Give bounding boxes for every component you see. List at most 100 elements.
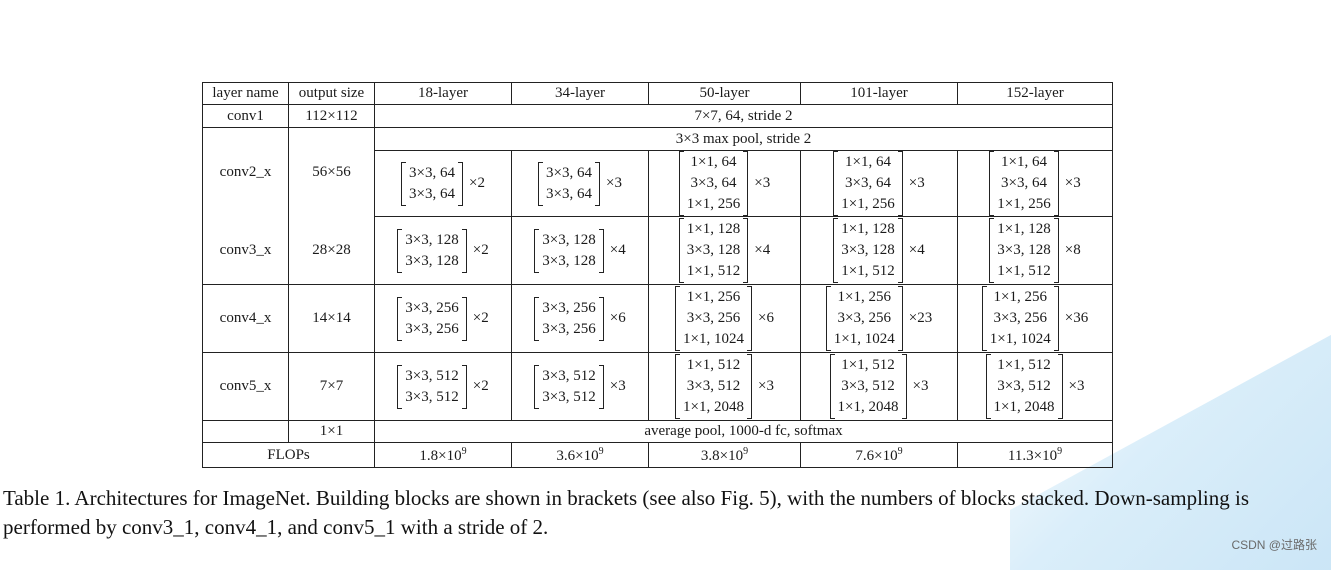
block-layer-spec: 1×1, 1024: [833, 331, 895, 347]
block-multiplier: ×4: [609, 242, 626, 258]
block-layer-spec: 1×1, 256: [841, 196, 895, 212]
flops-exponent: 9: [743, 445, 749, 457]
block-layer-spec: 3×3, 128: [542, 231, 596, 248]
block-layer-spec: 3×3, 256: [686, 310, 741, 326]
avgpool-spec-cell: average pool, 1000-d fc, softmax: [374, 420, 1113, 443]
output-size-cell: 56×56: [288, 127, 375, 217]
block-layer-spec: 3×3, 512: [405, 367, 459, 384]
flops-value-cell: 7.6×109: [800, 442, 958, 468]
block-layer-spec: 3×3, 512: [542, 388, 596, 405]
block-layer-spec: 3×3, 64: [409, 164, 455, 181]
header-cell: 18-layer: [374, 82, 512, 105]
output-size-cell: 7×7: [288, 352, 375, 421]
block-layer-spec: 3×3, 128: [405, 231, 459, 248]
header-cell: 152-layer: [957, 82, 1113, 105]
flops-value-cell: 11.3×109: [957, 442, 1113, 468]
layer-name-cell: conv1: [202, 104, 289, 128]
block-layer-spec: 1×1, 256: [997, 196, 1051, 212]
conv1-row: conv1 112×112 7×7, 64, stride 2: [202, 104, 1113, 128]
block-layer-spec: 3×3, 64: [546, 164, 592, 181]
block-layer-spec: 3×3, 128: [405, 252, 459, 269]
block-multiplier: ×2: [472, 310, 489, 326]
block-layer-spec: 1×1, 2048: [993, 399, 1055, 415]
layer-name-cell: [202, 420, 289, 443]
block-multiplier: ×3: [908, 175, 925, 191]
block-layer-spec: 1×1, 256: [993, 289, 1047, 305]
block-layer-spec: 1×1, 128: [997, 221, 1051, 237]
block-multiplier: ×6: [609, 310, 626, 326]
block-bracket: 3×3, 128 3×3, 128: [397, 228, 468, 273]
block-layer-spec: 3×3, 256: [837, 310, 891, 326]
flops-base: 3.8×10: [700, 447, 744, 464]
pool-spec-cell: 3×3 max pool, stride 2: [374, 127, 1113, 151]
block-layer-spec: 3×3, 512: [841, 378, 895, 394]
block-multiplier: ×4: [754, 242, 771, 258]
building-block: 3×3, 256 3×3, 256 ×6: [534, 296, 626, 341]
block-multiplier: ×23: [908, 310, 933, 326]
block-layer-spec: 1×1, 2048: [837, 399, 899, 415]
block-layer-spec: 1×1, 256: [686, 196, 741, 212]
block-layer-spec: 3×3, 512: [405, 388, 459, 405]
block-layer-spec: 1×1, 128: [841, 221, 895, 237]
block-layer-spec: 1×1, 64: [845, 154, 891, 170]
header-cell: 34-layer: [511, 82, 649, 105]
flops-value-cell: 3.8×109: [648, 442, 801, 468]
block-layer-spec: 1×1, 512: [841, 263, 895, 279]
block-layer-spec: 3×3, 256: [405, 299, 459, 316]
block-layer-spec: 3×3, 512: [997, 378, 1051, 394]
block-layer-spec: 3×3, 256: [993, 310, 1047, 326]
block-layer-spec: 1×1, 512: [841, 357, 895, 373]
header-cell: 50-layer: [648, 82, 801, 105]
block-bracket: 1×1, 512 3×3, 512 1×1, 2048: [829, 354, 907, 419]
block-layer-spec: 3×3, 64: [1001, 175, 1047, 191]
block-layer-spec: 3×3, 256: [542, 320, 596, 337]
flops-value-cell: 1.8×109: [374, 442, 512, 468]
watermark: CSDN @过路张: [1231, 538, 1317, 552]
block-bracket: 3×3, 256 3×3, 256: [534, 296, 605, 341]
flops-value-cell: 3.6×109: [511, 442, 649, 468]
header-row: layer name output size 18-layer 34-layer…: [202, 82, 1113, 105]
flops-exponent: 9: [1057, 445, 1063, 457]
table-caption: Table 1. Architectures for ImageNet. Bui…: [3, 486, 1249, 539]
conv1-spec-cell: 7×7, 64, stride 2: [374, 104, 1113, 128]
block-layer-spec: 3×3, 256: [542, 299, 596, 316]
layer-name-cell: conv5_x: [202, 352, 289, 421]
header-cell: layer name: [202, 82, 289, 105]
block-multiplier: ×3: [754, 175, 771, 191]
block-multiplier: ×3: [609, 378, 626, 394]
architecture-table: layer name output size 18-layer 34-layer…: [202, 82, 1113, 468]
block-layer-spec: 3×3, 64: [546, 185, 592, 202]
block-multiplier: ×2: [469, 175, 485, 191]
block-layer-spec: 3×3, 128: [686, 242, 741, 258]
block-layer-spec: 1×1, 256: [686, 289, 741, 305]
layer-name-cell: conv3_x: [202, 216, 289, 285]
header-cell: output size: [288, 82, 375, 105]
block-layer-spec: 1×1, 512: [686, 263, 741, 279]
